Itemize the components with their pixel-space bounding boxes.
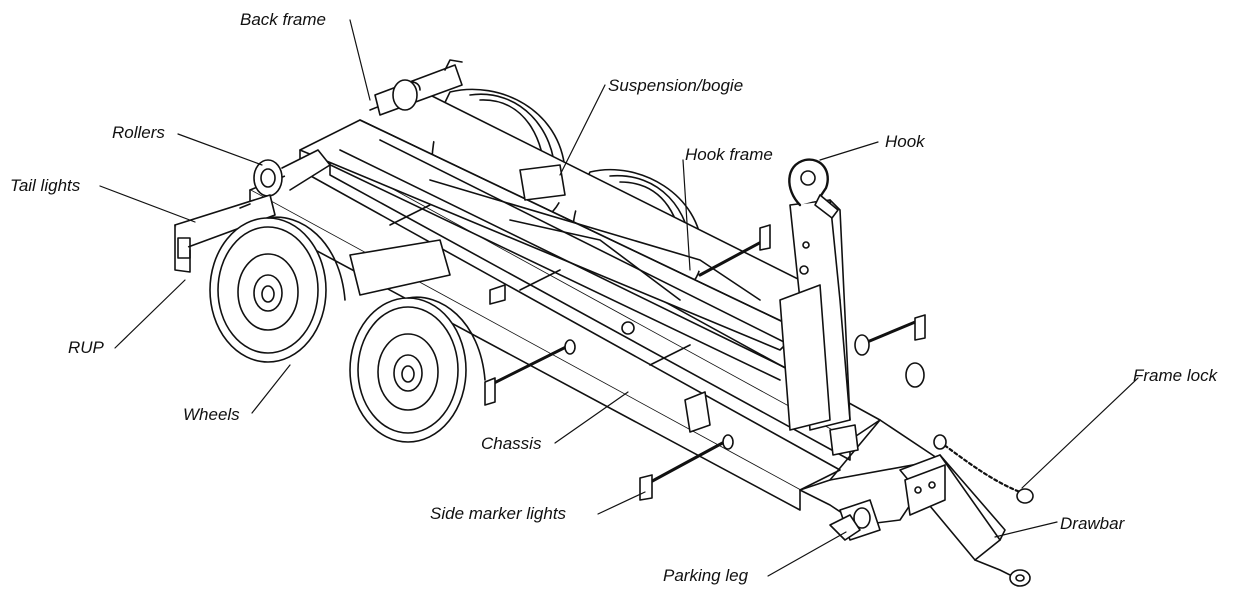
rear-near-wheel [209,216,346,363]
label-back-frame: Back frame [240,10,326,29]
label-rup: RUP [68,338,104,357]
label-wheels: Wheels [183,405,240,424]
leader-drawbar [994,521,1058,538]
leader-lines [99,19,1139,577]
leader-tail-lights [99,185,196,223]
rollers [253,79,418,197]
frame-lock-chain [933,434,1034,504]
label-rollers: Rollers [112,123,165,142]
leader-side-marker [597,491,646,515]
leader-suspension [559,84,606,176]
hook-shape [788,158,839,219]
tail-light-bar [174,194,276,273]
label-drawbar: Drawbar [1060,514,1125,533]
suspension-bogie [349,164,566,296]
label-frame-lock: Frame lock [1133,366,1218,385]
parking-leg-drawing [829,499,881,541]
label-suspension-bogie: Suspension/bogie [608,76,744,95]
leader-rup [114,279,186,349]
side-marker-arm-right-rear [698,224,771,277]
label-parking-leg: Parking leg [663,566,749,585]
side-marker-arm-left [484,339,576,406]
label-hook: Hook [885,132,925,151]
side-marker-arm-front [639,434,734,501]
hook-tower [779,199,851,431]
label-chassis: Chassis [481,434,542,453]
leader-hook-frame [682,159,691,271]
side-marker-arm-right-front [854,314,926,388]
leader-hook [819,141,879,161]
leader-rollers [177,133,263,166]
leader-back-frame [349,19,371,101]
leader-parking-leg [767,531,847,577]
leader-chassis [554,391,629,444]
leader-frame-lock [1021,377,1139,489]
label-side-marker-lights: Side marker lights [430,504,567,523]
leader-wheels [251,364,291,414]
drawbar-drawing [899,454,1031,587]
label-tail-lights: Tail lights [10,176,81,195]
chassis-details [489,284,859,456]
front-near-wheel [349,296,486,443]
label-hook-frame: Hook frame [685,145,773,164]
